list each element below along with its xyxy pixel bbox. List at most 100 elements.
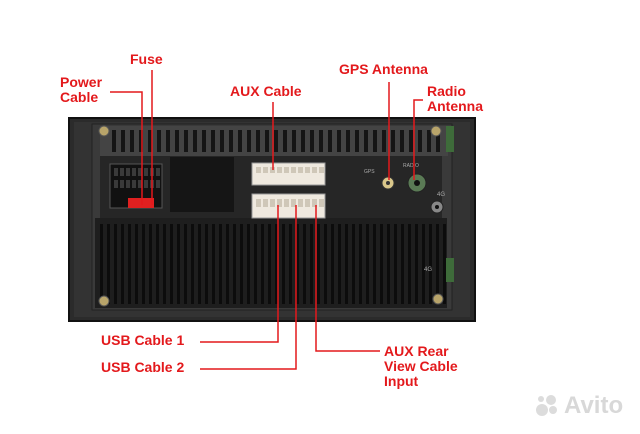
vent-slot [436, 130, 440, 152]
heatsink-fin [177, 224, 180, 304]
heatsink-fin [268, 224, 271, 304]
vent-slot [292, 130, 296, 152]
avito-watermark: Avito [534, 392, 623, 420]
heatsink-fin [289, 224, 292, 304]
heatsink-fin [149, 224, 152, 304]
vent-slot [193, 130, 197, 152]
heatsink-fin [317, 224, 320, 304]
power-pin [144, 168, 148, 176]
heatsink-fin [373, 224, 376, 304]
vent-slot [229, 130, 233, 152]
heatsink-fin [121, 224, 124, 304]
heatsink-fin [296, 224, 299, 304]
aux-rear-leader [315, 205, 380, 352]
usb-pin [270, 199, 275, 207]
usb-cable-1-label: USB Cable 1 [101, 332, 185, 348]
gps-marking: GPS [364, 169, 375, 175]
heatsink-fin [401, 224, 404, 304]
aux-pin [263, 167, 268, 173]
vent-slot [382, 130, 386, 152]
vent-slot [265, 130, 269, 152]
vent-slot [256, 130, 260, 152]
aux-pin [305, 167, 310, 173]
heatsink-fin [135, 224, 138, 304]
heatsink-fin [184, 224, 187, 304]
leader-lines [110, 70, 423, 370]
vent-slot [211, 130, 215, 152]
heatsink-fin [100, 224, 103, 304]
usb-pin [256, 199, 261, 207]
vent-slot [310, 130, 314, 152]
aux-cable-label: AUX Cable [230, 83, 302, 99]
power-pin [138, 180, 142, 188]
usb-pin [291, 199, 296, 207]
vent-slot [301, 130, 305, 152]
heatsink-fin [352, 224, 355, 304]
aux-rear-view-label: AUX Rear View Cable Input [384, 343, 458, 389]
vent-slot [148, 130, 152, 152]
usb-connector [251, 193, 326, 219]
heatsink-fin [107, 224, 110, 304]
power-connector [109, 163, 163, 209]
power-pin [114, 168, 118, 176]
power-pin [156, 180, 160, 188]
heatsink-fin [380, 224, 383, 304]
gps-antenna-label: GPS Antenna [339, 61, 428, 77]
vent-slot [130, 130, 134, 152]
heatsink-fin [114, 224, 117, 304]
ic-block [170, 157, 234, 212]
heatsink-fin [429, 224, 432, 304]
power-pin [126, 180, 130, 188]
usb1-leader [200, 205, 279, 343]
aux-pin [291, 167, 296, 173]
heatsink-fin [142, 224, 145, 304]
radio-leader [413, 99, 423, 180]
heatsink-fin [212, 224, 215, 304]
vent-slot [220, 130, 224, 152]
power-cable-label: Power Cable [60, 74, 103, 105]
power-pin [156, 168, 160, 176]
vent-slot [112, 130, 116, 152]
heatsink-fin [387, 224, 390, 304]
vent-slot [364, 130, 368, 152]
aux-pin [319, 167, 324, 173]
aux-connector [251, 162, 326, 186]
heatsink-fin [303, 224, 306, 304]
heatsink-fin [338, 224, 341, 304]
heatsink-fin [191, 224, 194, 304]
heatsink-fins [100, 224, 446, 304]
side-pcb [446, 126, 454, 152]
4g-marking-bottom: 4G [424, 267, 432, 273]
heatsink-fin [205, 224, 208, 304]
avito-logo-icon [536, 395, 557, 416]
radio-antenna-label: Radio Antenna [427, 83, 483, 114]
heatsink-fin [366, 224, 369, 304]
heatsink-fin [422, 224, 425, 304]
heatsink-fin [415, 224, 418, 304]
heatsink-fin [310, 224, 313, 304]
heatsink-fin [226, 224, 229, 304]
heatsink-fin [261, 224, 264, 304]
power-pin [138, 168, 142, 176]
vent-slot [346, 130, 350, 152]
heatsink-fin [233, 224, 236, 304]
usb-pin [298, 199, 303, 207]
usb-pin [263, 199, 268, 207]
power-pin [132, 180, 136, 188]
watermark-text: Avito [564, 392, 624, 419]
usb-pin [305, 199, 310, 207]
usb2-leader [200, 205, 297, 370]
power-pin [126, 168, 130, 176]
radio-jack [407, 173, 427, 193]
heatsink-fin [359, 224, 362, 304]
heatsink-fin [394, 224, 397, 304]
usb-pin [277, 199, 282, 207]
4g-marking: 4G [437, 192, 445, 198]
heatsink-fin [331, 224, 334, 304]
aux-pin [256, 167, 261, 173]
aux-pin [312, 167, 317, 173]
vent-slot [373, 130, 377, 152]
heatsink-fin [275, 224, 278, 304]
vent-slot [328, 130, 332, 152]
